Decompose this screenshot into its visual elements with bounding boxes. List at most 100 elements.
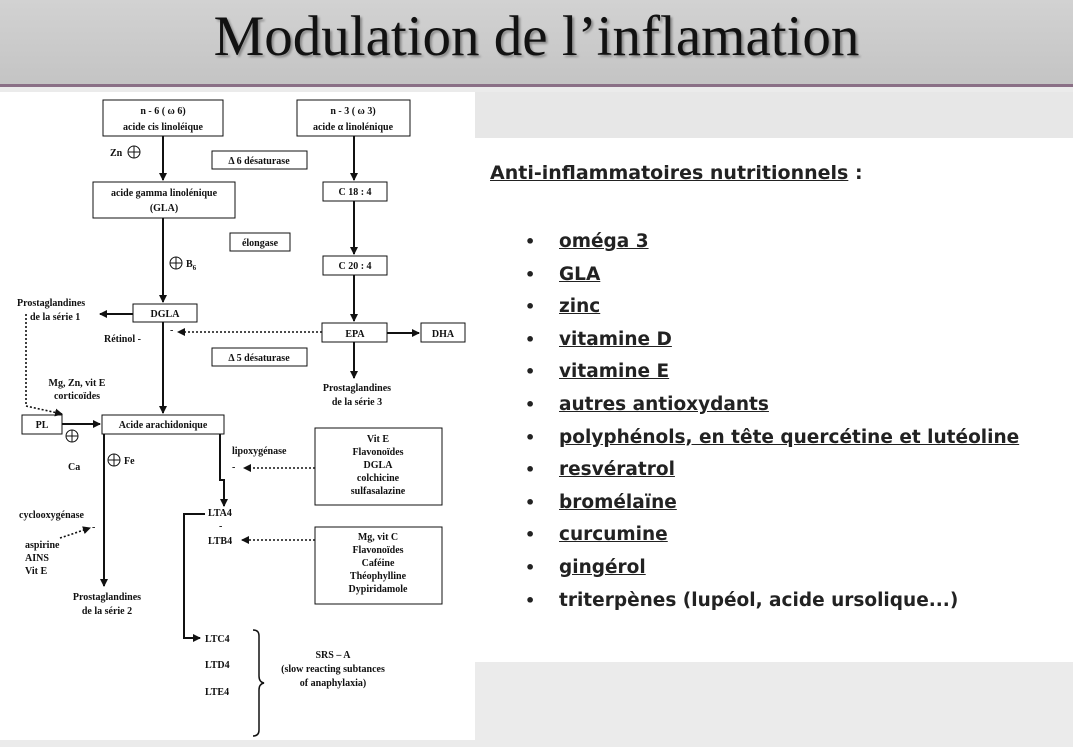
- list-item-text: bromélaïne: [559, 491, 677, 513]
- pg3-line2: de la série 3: [332, 397, 382, 408]
- c18-label: C 18 : 4: [338, 187, 371, 198]
- ltb4-label: LTB4: [208, 536, 232, 547]
- oplus-fe: [107, 453, 121, 467]
- inhibitor-box-1: [314, 427, 443, 506]
- cofactors-line1: Mg, Zn, vit E: [49, 378, 106, 389]
- inhibit-pg1-pl: [25, 314, 63, 417]
- dha-label: DHA: [432, 329, 455, 340]
- aa-label: Acide arachidonique: [119, 420, 208, 431]
- dgla-label: DGLA: [151, 309, 181, 320]
- list-item-text: oméga 3: [559, 231, 649, 252]
- retinol-label: Rétinol -: [104, 334, 141, 345]
- inhibitor-1-b: Flavonoïdes: [352, 447, 403, 458]
- inhibitor-2-a: Mg, vit C: [358, 532, 398, 543]
- list-item: • bromélaïne: [511, 487, 1019, 520]
- list-item: • zinc: [511, 291, 1019, 324]
- list-item-text: vitamine D: [559, 328, 672, 350]
- oplus-ca: [65, 429, 79, 443]
- minus-lipox: -: [232, 462, 235, 473]
- aa-box: [101, 414, 225, 435]
- arrow-aa-lta4: [219, 434, 228, 507]
- aspirine-label: aspirine: [25, 540, 60, 551]
- list-item: •vitamine D: [511, 324, 1019, 357]
- elongase-box: [229, 232, 291, 252]
- inhibitor-2-c: Caféine: [362, 558, 395, 569]
- inhibitor-1-c: DGLA: [364, 460, 394, 471]
- ca-label: Ca: [68, 462, 80, 473]
- zn-label: Zn: [110, 148, 123, 159]
- srs-line2: (slow reacting subtances: [281, 664, 385, 675]
- ltd4-label: LTD4: [205, 660, 230, 671]
- list-item: • triterpènes (lupéol, acide ursolique...…: [511, 585, 1019, 618]
- list-item: • gingérol: [511, 552, 1019, 585]
- list-item: • resvératrol: [511, 454, 1019, 487]
- d5-box: [211, 347, 308, 367]
- list-item-text: resvératrol: [559, 459, 675, 481]
- b6-label: B6: [186, 259, 197, 272]
- list-item: • autres antioxydants: [511, 389, 1019, 422]
- gla-line1: acide gamma linolénique: [111, 188, 218, 199]
- bullet-icon: •: [525, 492, 536, 512]
- oplus-b6: [169, 256, 183, 270]
- inhibitor-2-b: Flavonoïdes: [352, 545, 403, 556]
- panel-heading-text: Anti-inflammatoires nutritionnels: [490, 162, 849, 184]
- inhibitor-1-d: colchicine: [357, 473, 400, 484]
- bullet-icon: •: [525, 297, 536, 317]
- lipox-label: lipoxygénase: [232, 446, 287, 457]
- srs-brace: [252, 629, 265, 737]
- inhibitor-1-a: Vit E: [367, 434, 389, 445]
- list-item-text: vitamine E: [559, 361, 670, 383]
- srs-line1: SRS – A: [315, 650, 351, 661]
- d5-label: Δ 5 désaturase: [228, 353, 290, 364]
- minus-dgla: -: [170, 325, 173, 336]
- list-item-text: autres antioxydants: [559, 393, 769, 415]
- cofactors-line2: corticoïdes: [54, 391, 100, 402]
- lta4-label: LTA4: [208, 508, 232, 519]
- nutrient-list: •oméga 3•GLA•zinc•vitamine D•vitamine E•…: [511, 226, 1019, 617]
- list-item: •oméga 3: [511, 226, 1019, 259]
- bullet-icon: •: [525, 525, 536, 545]
- inhibit-aspirine-cyclo: [59, 526, 91, 539]
- list-item-text: triterpènes (lupéol, acide ursolique...): [559, 589, 959, 611]
- list-item-text: curcumine: [559, 524, 668, 546]
- fe-label: Fe: [124, 456, 135, 467]
- inhibitor-2-e: Dypiridamole: [349, 584, 408, 595]
- n3-line2: acide α linolénique: [313, 122, 394, 133]
- list-item: • curcumine: [511, 519, 1019, 552]
- cyclo-label: cyclooxygénase: [19, 510, 85, 521]
- anti-inflammatory-panel: Anti-inflammatoires nutritionnels : •omé…: [475, 138, 1073, 662]
- bullet-icon: •: [525, 427, 536, 447]
- panel-top-band: [475, 92, 1073, 138]
- panel-heading-suffix: :: [848, 162, 863, 184]
- bullet-icon: •: [525, 590, 536, 610]
- pg1-line2: de la série 1: [30, 312, 80, 323]
- n6-line1: n - 6 ( ω 6): [140, 106, 185, 117]
- ltc4-label: LTC4: [205, 634, 230, 645]
- list-item-text: gingérol: [559, 556, 646, 578]
- ains-label: AINS: [25, 553, 49, 564]
- c20-label: C 20 : 4: [338, 261, 371, 272]
- panel-heading: Anti-inflammatoires nutritionnels :: [490, 162, 863, 184]
- list-item: • polyphénols, en tête quercétine et luté…: [511, 422, 1019, 455]
- bullet-icon: •: [525, 557, 536, 577]
- n6-line2: acide cis linoléique: [123, 122, 204, 133]
- minus-lta4: -: [219, 521, 222, 532]
- arrow-lta4-ltc4: [183, 513, 205, 642]
- gla-line2: (GLA): [150, 203, 178, 214]
- inhibitor-box-2: [314, 526, 443, 605]
- inhibitor-1-e: sulfasalazine: [351, 486, 406, 497]
- bullet-icon: •: [525, 362, 536, 382]
- vite-label: Vit E: [25, 566, 47, 577]
- list-item-text: polyphénols, en tête quercétine et lutéo…: [559, 426, 1020, 448]
- pg2-line2: de la série 2: [82, 606, 132, 617]
- page-title: Modulation de l’inflamation: [213, 5, 860, 68]
- lte4-label: LTE4: [205, 687, 229, 698]
- bullet-icon: •: [525, 460, 536, 480]
- n3-line1: n - 3 ( ω 3): [330, 106, 375, 117]
- list-item-text: zinc: [559, 296, 601, 318]
- bullet-icon: •: [525, 394, 536, 414]
- epa-label: EPA: [345, 329, 365, 340]
- inhibitor-2-d: Théophylline: [350, 571, 407, 582]
- minus-cyclo: -: [92, 522, 95, 533]
- dha-box: [420, 322, 466, 343]
